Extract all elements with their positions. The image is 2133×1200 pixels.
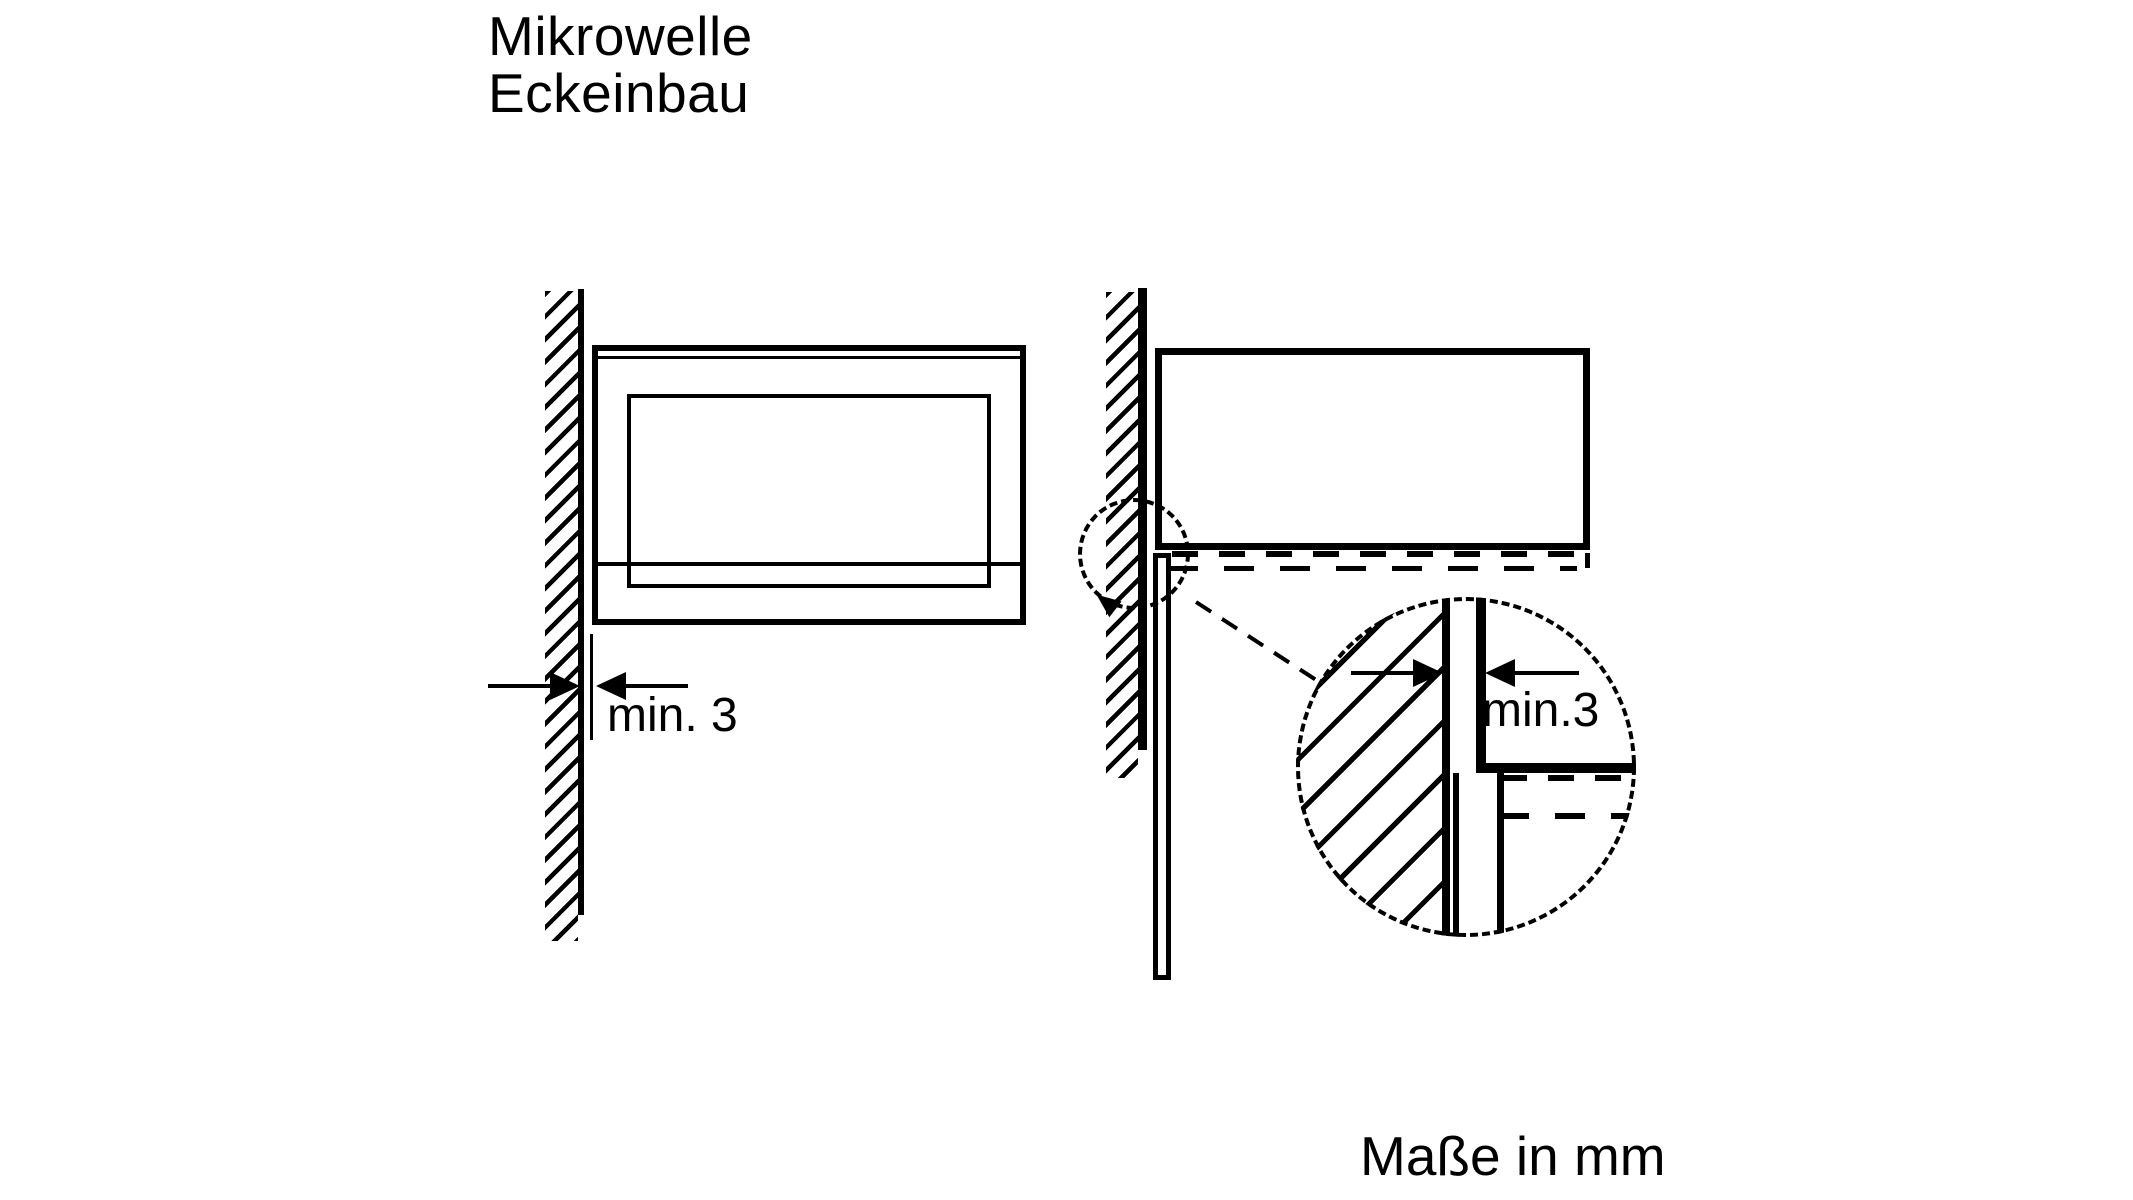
wall-hatching-front: [545, 291, 578, 941]
hanging-side-panel: [1153, 553, 1171, 980]
front-dimension-label: min. 3: [607, 689, 738, 742]
microwave-base-line: [598, 562, 1020, 566]
cabinet-dashed-line-2: [1168, 566, 1577, 571]
cabinet-dashed-line-1: [1172, 551, 1590, 557]
microwave-outer-frame: [592, 345, 1026, 625]
microwave-door: [627, 394, 991, 588]
title-line-2: Eckeinbau: [488, 62, 750, 124]
dimension-extension-line: [590, 634, 593, 740]
detail-circle-border: [1296, 597, 1636, 937]
front-dim-arrow-left-head: [550, 672, 580, 700]
front-dim-arrow-right-head: [596, 672, 626, 700]
units-note: Maße in mm: [1360, 1125, 1666, 1187]
detail-locator-circle: [1078, 498, 1190, 610]
cabinet-outline: [1155, 348, 1590, 550]
front-dim-arrow-right-line: [626, 684, 688, 688]
side-view-diagram: [1070, 0, 2133, 1100]
cabinet-dashed-hook: [1585, 553, 1590, 568]
front-dim-arrow-left-line: [488, 684, 552, 688]
front-view-diagram: min. 3: [0, 0, 1070, 1000]
title-line-1: Mikrowelle: [488, 5, 753, 67]
microwave-trim-line: [598, 356, 1020, 359]
wall-line-front: [578, 289, 584, 915]
